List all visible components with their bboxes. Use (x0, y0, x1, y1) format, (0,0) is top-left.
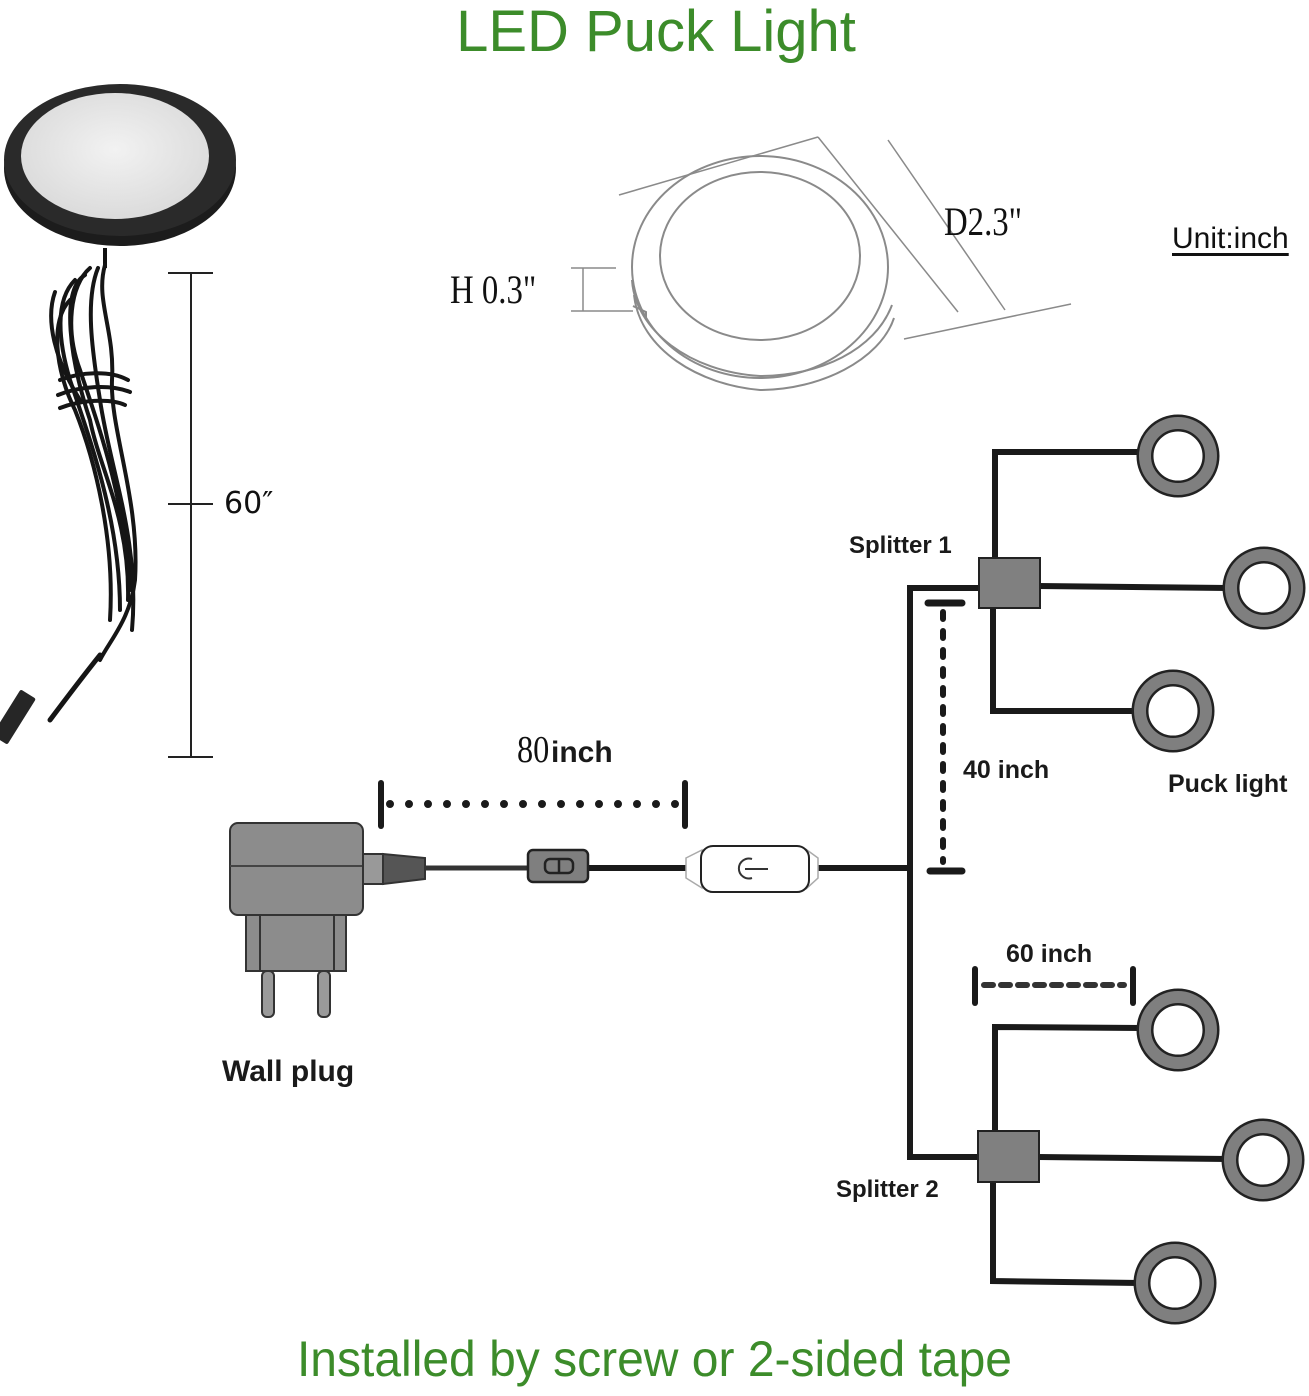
puck-light-photo (0, 84, 236, 744)
extension-unit: inch (551, 736, 613, 769)
splitter-spacing-dimension (924, 599, 966, 875)
extension-cable-label: 80inch (517, 728, 613, 772)
diameter-label: D2.3" (944, 199, 1023, 244)
cable-length-label: 60″ (224, 486, 274, 521)
cable-length-dimension (168, 272, 213, 758)
puck-light-icon (1131, 669, 1215, 753)
puck-light-icon (1136, 988, 1220, 1072)
inline-switch-icon (526, 848, 590, 884)
splitter-1-branches (990, 449, 1229, 714)
puck-light-label: Puck light (1168, 770, 1288, 798)
splitter-1-box (978, 557, 1041, 609)
extension-length-dimension (378, 780, 688, 829)
cable-connector (0, 690, 36, 744)
wall-plug-icon (229, 822, 426, 1018)
coiled-cable-icon (47, 263, 138, 723)
main-cable (425, 585, 980, 1160)
branch-length-dimension (972, 966, 1136, 1006)
splitter-2-box (977, 1130, 1040, 1183)
unit-label: Unit:inch (1172, 222, 1289, 255)
dimmer-switch-icon (685, 845, 819, 893)
extension-number: 80 (517, 729, 550, 771)
puck-light-icon (1221, 1118, 1305, 1202)
puck-light-icon (1133, 1241, 1217, 1325)
puck-light-icons (1131, 414, 1306, 1325)
footer-title: Installed by screw or 2-sided tape (296, 1331, 1013, 1387)
splitter-spacing-label: 40 inch (963, 756, 1050, 784)
puck-lens (21, 93, 209, 219)
puck-dimension-drawing (571, 136, 1072, 392)
wall-plug-label: Wall plug (222, 1055, 355, 1088)
splitter-2-branches (990, 1023, 1229, 1286)
puck-light-icon (1136, 414, 1220, 498)
height-label: H 0.3" (450, 267, 537, 312)
main-title: LED Puck Light (456, 0, 856, 64)
splitter-1-label: Splitter 1 (849, 532, 952, 559)
branch-length-label: 60 inch (1006, 940, 1093, 968)
puck-light-icon (1222, 546, 1306, 630)
splitter-2-label: Splitter 2 (836, 1176, 939, 1203)
